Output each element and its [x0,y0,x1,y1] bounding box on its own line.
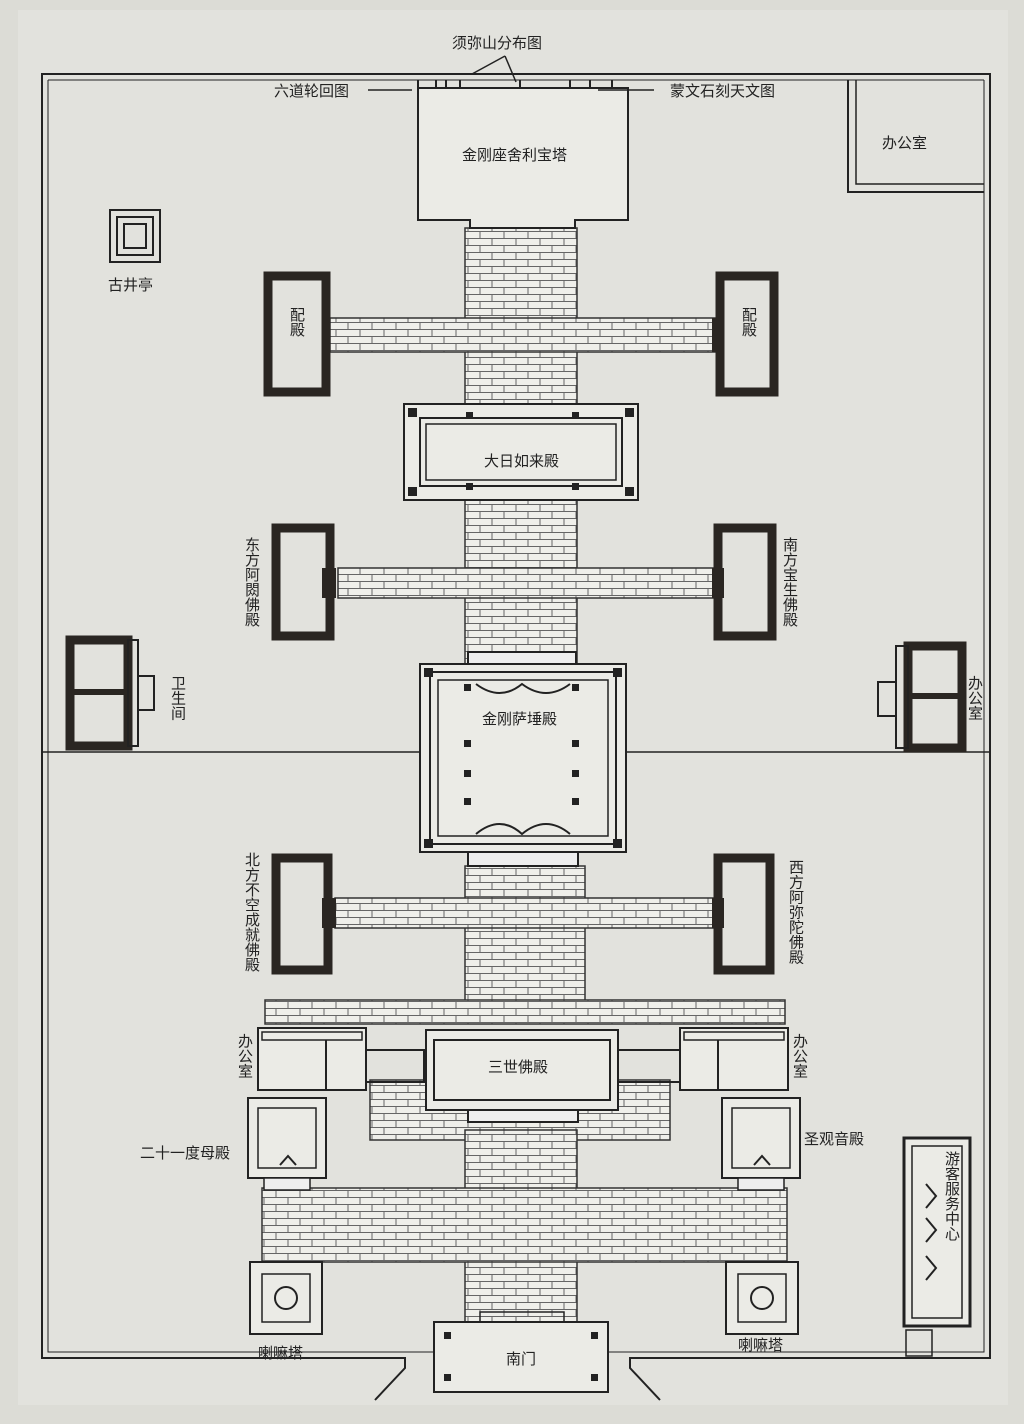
label-visitor-center: 游客服务中心 [943,1151,961,1241]
office-east-shape [877,641,967,753]
label-side-hall-left: 配殿 [288,307,306,337]
akshobhya-hall-shape [271,523,336,641]
label-three-buddhas-hall: 三世佛殿 [488,1058,548,1076]
toilet-shape [65,635,155,751]
vajrasana-stupa [368,55,654,229]
label-toilet: 卫生间 [169,676,187,722]
office-left-low-shape [257,1027,425,1091]
amitabha-hall-shape [712,853,775,975]
three-buddhas-hall-shape [425,1029,619,1123]
label-vairocana-hall: 大日如来殿 [484,452,559,470]
label-ratnasambhava-hall: 南方宝生佛殿 [781,537,799,627]
label-vajrasattva-hall: 金刚萨埵殿 [482,710,557,728]
side-hall-left-shape [263,271,331,397]
ratnasambhava-hall-shape [712,523,777,641]
south-gate-shape [433,1311,609,1393]
avalokiteshvara-hall-shape [721,1097,801,1191]
office-northeast [847,80,984,193]
label-sumeru: 须弥山分布图 [452,34,542,52]
label-six-realms: 六道轮回图 [274,82,349,100]
vajrasattva-hall-shape [419,651,627,867]
label-tara-hall: 二十一度母殿 [140,1144,230,1162]
label-amitabha-hall: 西方阿弥陀佛殿 [787,860,805,965]
tara-hall-shape [247,1097,327,1191]
label-akshobhya-hall: 东方阿閦佛殿 [243,537,261,627]
label-office-left-low: 办公室 [236,1034,254,1079]
label-lama-stupa-left: 喇嘛塔 [258,1344,303,1362]
office-right-low-shape [617,1027,789,1091]
visitor-center-shape [902,1136,972,1357]
well-pavilion [109,209,161,263]
label-lama-stupa-right: 喇嘛塔 [738,1336,783,1354]
label-amoghasiddhi-hall: 北方不空成就佛殿 [243,852,261,972]
label-office-ne: 办公室 [882,134,927,152]
label-south-gate: 南门 [506,1350,536,1368]
vairocana-hall-shape [403,403,639,501]
amoghasiddhi-hall-shape [271,853,336,975]
label-stupa: 金刚座舍利宝塔 [462,146,567,164]
label-well-pavilion: 古井亭 [108,276,153,294]
lama-stupa-right-shape [725,1261,799,1335]
lama-stupa-left-shape [249,1261,323,1335]
label-avalokiteshvara-hall: 圣观音殿 [804,1130,864,1148]
central-walkway [261,227,788,1361]
label-mongol-astronomy: 蒙文石刻天文图 [670,82,775,100]
side-hall-right-shape [712,271,779,397]
label-side-hall-right: 配殿 [740,307,758,337]
label-office-east: 办公室 [966,676,984,721]
label-office-right-low: 办公室 [791,1034,809,1079]
